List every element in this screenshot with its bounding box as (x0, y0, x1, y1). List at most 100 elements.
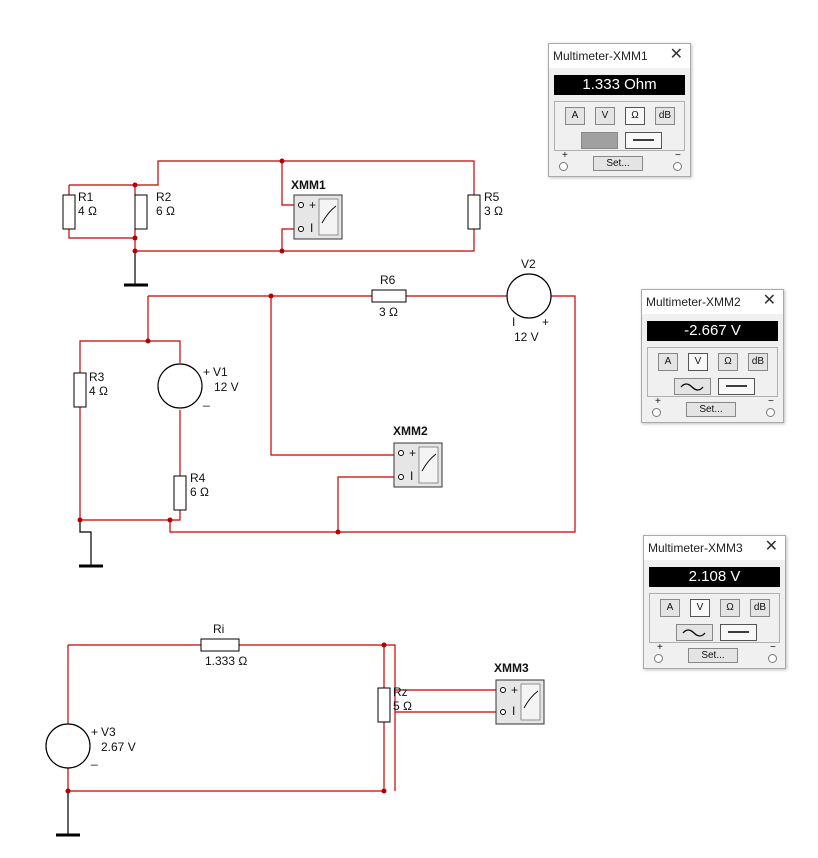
xmm2-symbol[interactable] (393, 442, 443, 488)
junction-dots (65, 158, 387, 794)
multimeter-xmm1-title: Multimeter-XMM1 (553, 49, 648, 63)
dc-line-icon (726, 385, 747, 387)
ac-wave-icon (682, 629, 706, 637)
decibel-mode-button[interactable]: dB (748, 353, 768, 371)
voltage-source-v2[interactable] (506, 273, 552, 319)
xmm1-minus-terminal: I (310, 221, 313, 235)
ac-mode-button[interactable] (676, 624, 713, 641)
multimeter-xmm1-controls (554, 101, 685, 151)
dc-mode-button[interactable] (718, 378, 755, 395)
resistor-r4[interactable] (173, 475, 187, 511)
voltmeter-mode-button[interactable]: V (595, 107, 615, 125)
xmm1-plus-terminal: + (309, 198, 316, 212)
terminal-icon[interactable] (652, 408, 661, 417)
dc-mode-button[interactable] (720, 624, 757, 641)
multimeter-xmm2-window[interactable]: Multimeter-XMM2 ✕ -2.667 V A V Ω dB Set.… (641, 289, 784, 423)
v1-plus-sign: + (203, 365, 210, 379)
r1-name: R1 (78, 190, 94, 204)
v1-minus-sign: _ (202, 393, 210, 407)
rz-name: Rz (393, 685, 408, 699)
dc-line-icon (728, 631, 749, 633)
voltage-source-v1[interactable] (157, 363, 203, 409)
r2-name: R2 (156, 190, 172, 204)
close-icon[interactable]: ✕ (764, 538, 778, 555)
v2-name: V2 (521, 257, 536, 271)
ri-name: Ri (213, 622, 224, 636)
ac-mode-button[interactable] (581, 132, 618, 149)
negative-terminal-label: − (675, 150, 681, 161)
v3-value: 2.67 V (101, 740, 136, 754)
close-icon[interactable]: ✕ (669, 46, 683, 63)
xmm3-symbol[interactable] (495, 679, 545, 725)
ground-wires (56, 251, 148, 837)
v2-minus-sign: I (512, 315, 515, 329)
resistor-r3[interactable] (73, 372, 87, 408)
close-icon[interactable]: ✕ (762, 292, 776, 309)
dc-mode-button[interactable] (625, 132, 662, 149)
multimeter-xmm3-title: Multimeter-XMM3 (648, 541, 743, 555)
resistor-rz[interactable] (377, 687, 391, 723)
voltmeter-mode-button[interactable]: V (688, 353, 708, 371)
xmm3-plus-terminal: + (511, 683, 518, 697)
xmm1-symbol[interactable] (293, 194, 343, 240)
set-button[interactable]: Set... (686, 402, 736, 417)
xmm3-label: XMM3 (494, 661, 529, 675)
r4-value: 6 Ω (190, 485, 209, 499)
multimeter-xmm3-window[interactable]: Multimeter-XMM3 ✕ 2.108 V A V Ω dB Set..… (643, 535, 786, 669)
resistor-r1[interactable] (62, 194, 76, 230)
r6-name: R6 (380, 273, 396, 287)
multimeter-xmm2-titlebar[interactable]: Multimeter-XMM2 ✕ (642, 290, 783, 314)
set-button[interactable]: Set... (688, 648, 738, 663)
ohmmeter-mode-button[interactable]: Ω (720, 599, 740, 617)
negative-terminal-label: − (768, 396, 774, 407)
xmm3-minus-terminal: I (512, 704, 515, 718)
set-button[interactable]: Set... (593, 156, 643, 171)
terminal-icon[interactable] (768, 654, 777, 663)
voltage-source-v3[interactable] (45, 723, 91, 769)
multimeter-xmm2-title: Multimeter-XMM2 (646, 295, 741, 309)
ohmmeter-mode-button[interactable]: Ω (625, 107, 645, 125)
positive-terminal-label: + (657, 642, 663, 653)
multimeter-xmm2-display: -2.667 V (647, 321, 778, 341)
negative-terminal-label: − (770, 642, 776, 653)
multimeter-xmm1-titlebar[interactable]: Multimeter-XMM1 ✕ (549, 44, 690, 68)
terminal-icon[interactable] (673, 162, 682, 171)
v1-name: V1 (213, 365, 228, 379)
r1-value: 4 Ω (78, 204, 97, 218)
xmm1-label: XMM1 (291, 178, 326, 192)
resistor-r6[interactable] (371, 289, 407, 303)
rz-value: 5 Ω (393, 699, 412, 713)
r5-value: 3 Ω (484, 204, 503, 218)
decibel-mode-button[interactable]: dB (750, 599, 770, 617)
multimeter-xmm3-titlebar[interactable]: Multimeter-XMM3 ✕ (644, 536, 785, 560)
terminal-icon[interactable] (766, 408, 775, 417)
ri-value: 1.333 Ω (205, 654, 247, 668)
positive-terminal-label: + (562, 150, 568, 161)
r4-name: R4 (190, 471, 206, 485)
r3-name: R3 (89, 370, 105, 384)
multimeter-xmm2-controls (647, 347, 778, 397)
ohmmeter-mode-button[interactable]: Ω (718, 353, 738, 371)
terminal-icon[interactable] (654, 654, 663, 663)
xmm2-label: XMM2 (393, 424, 428, 438)
multimeter-xmm1-window[interactable]: Multimeter-XMM1 ✕ 1.333 Ohm A V Ω dB Set… (548, 43, 691, 177)
v1-value: 12 V (214, 380, 239, 394)
voltmeter-mode-button[interactable]: V (690, 599, 710, 617)
ammeter-mode-button[interactable]: A (658, 353, 678, 371)
xmm2-plus-terminal: + (409, 446, 416, 460)
ac-mode-button[interactable] (674, 378, 711, 395)
decibel-mode-button[interactable]: dB (655, 107, 675, 125)
multimeter-xmm3-display: 2.108 V (649, 567, 780, 587)
resistor-r5[interactable] (467, 194, 481, 230)
terminal-icon[interactable] (559, 162, 568, 171)
ammeter-mode-button[interactable]: A (660, 599, 680, 617)
multimeter-xmm1-display: 1.333 Ohm (554, 75, 685, 95)
resistor-r2[interactable] (134, 194, 148, 230)
dc-line-icon (633, 139, 654, 141)
resistor-ri[interactable] (200, 638, 240, 652)
ammeter-mode-button[interactable]: A (565, 107, 585, 125)
multimeter-xmm3-controls (649, 593, 780, 643)
r5-name: R5 (484, 190, 500, 204)
r2-value: 6 Ω (156, 204, 175, 218)
